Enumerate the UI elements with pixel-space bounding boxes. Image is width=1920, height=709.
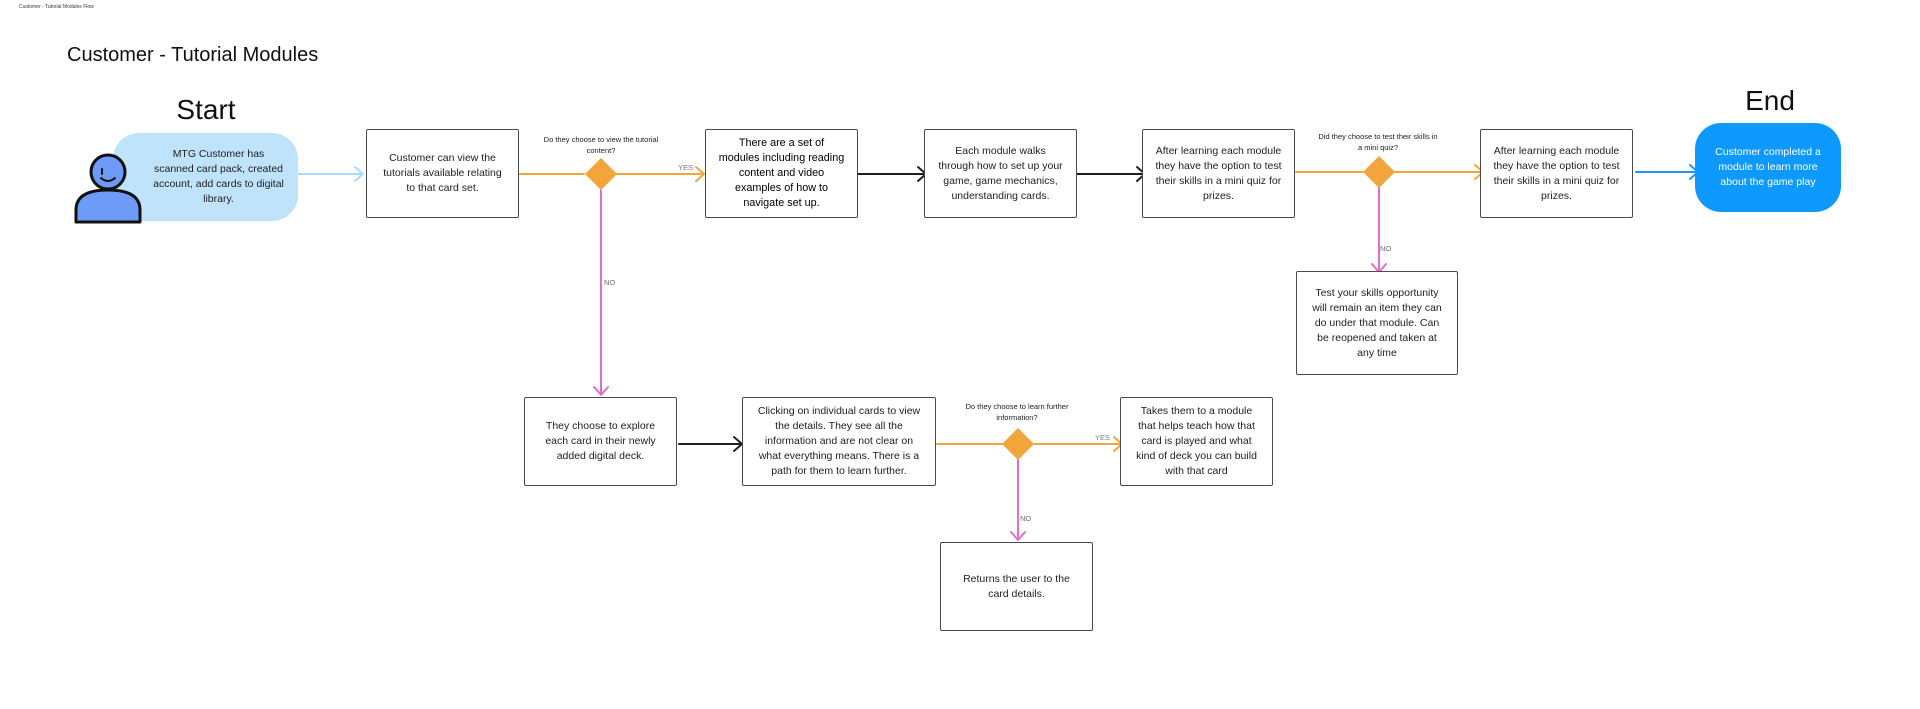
branch-label-yes: YES (1095, 433, 1111, 442)
view-tutorials-text: Customer can view the tutorials availabl… (383, 152, 502, 194)
decision-diamond-learn-further (1002, 428, 1034, 460)
arrowhead (593, 386, 609, 396)
start-node-text: MTG Customer has scanned card pack, crea… (153, 148, 284, 205)
decision-view-tutorial-question: Do they choose to view the tutorial cont… (543, 135, 659, 155)
branch-label-no: NO (1020, 514, 1032, 523)
decision-diamond-mini-quiz (1363, 156, 1395, 188)
branch-label-no: NO (604, 278, 616, 287)
arrowhead (1010, 531, 1026, 541)
arrowhead (354, 166, 364, 182)
test-skills-later-node[interactable]: Test your skills opportunity will remain… (1296, 271, 1458, 375)
quiz-option-node-1[interactable]: After learning each module they have the… (1142, 129, 1295, 218)
explore-cards-text: They choose to explore each card in thei… (545, 420, 656, 462)
branch-label-no: NO (1380, 244, 1392, 253)
modules-node[interactable]: There are a set of modules including rea… (705, 129, 858, 218)
end-node[interactable]: Customer completed a module to learn mor… (1695, 123, 1841, 212)
test-skills-later-text: Test your skills opportunity will remain… (1312, 286, 1442, 359)
customer-avatar-icon (74, 153, 142, 224)
start-node[interactable]: MTG Customer has scanned card pack, crea… (113, 133, 298, 221)
branch-label-yes: YES (678, 163, 694, 172)
page-title: Customer - Tutorial Modules (67, 44, 319, 66)
returns-user-text: Returns the user to the card details. (963, 572, 1070, 600)
decision-diamond-view-tutorial (585, 158, 617, 190)
module-walks-text: Each module walks through how to set up … (938, 144, 1063, 202)
module-teaches-node[interactable]: Takes them to a module that helps teach … (1120, 397, 1273, 486)
returns-user-node[interactable]: Returns the user to the card details. (940, 542, 1093, 631)
explore-cards-node[interactable]: They choose to explore each card in thei… (524, 397, 677, 486)
click-cards-node[interactable]: Clicking on individual cards to view the… (742, 397, 936, 486)
end-node-text: Customer completed a module to learn mor… (1715, 146, 1821, 188)
start-label: Start (176, 94, 236, 125)
arrowhead (695, 166, 705, 182)
module-walks-node[interactable]: Each module walks through how to set up … (924, 129, 1077, 218)
end-label: End (1745, 85, 1795, 116)
click-cards-text: Clicking on individual cards to view the… (757, 405, 921, 477)
quiz-option-node-2[interactable]: After learning each module they have the… (1480, 129, 1633, 218)
quiz-option-text-1: After learning each module they have the… (1155, 144, 1282, 202)
decision-mini-quiz-question: Did they choose to test their skills in … (1318, 132, 1438, 152)
quiz-option-text-2: After learning each module they have the… (1493, 144, 1620, 202)
modules-text: There are a set of modules including rea… (718, 137, 845, 209)
file-name-label: Customer - Tutorial Modules Flow (19, 4, 94, 10)
view-tutorials-node[interactable]: Customer can view the tutorials availabl… (366, 129, 519, 218)
module-teaches-text: Takes them to a module that helps teach … (1136, 405, 1257, 477)
decision-learn-further-question: Do they choose to learn further informat… (965, 402, 1069, 422)
